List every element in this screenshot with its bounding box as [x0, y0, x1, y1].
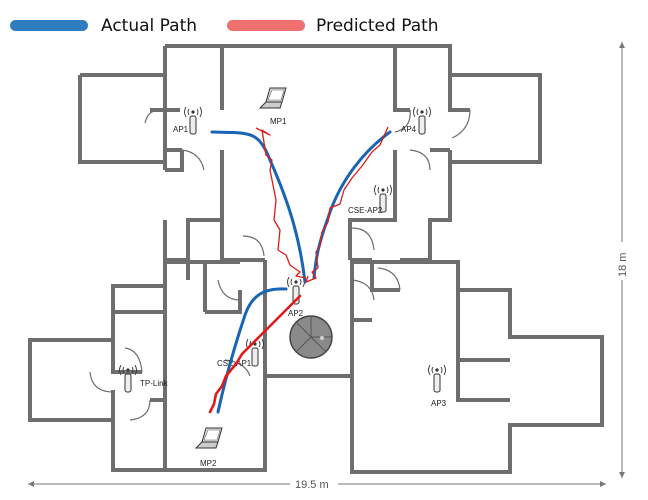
laptop-icon — [258, 87, 287, 109]
wifi-antenna-icon — [413, 106, 431, 135]
predicted-path-lower — [208, 294, 302, 414]
predicted-path-right — [305, 126, 389, 283]
building-walls — [28, 44, 604, 474]
laptop-icon — [194, 427, 223, 449]
round-table-icon — [289, 315, 333, 359]
ap2-label: AP2 — [288, 309, 304, 318]
actual-path — [210, 130, 392, 414]
measurement-point-mp1: MP1 — [258, 87, 287, 126]
legend-predicted-label: Predicted Path — [316, 16, 439, 36]
access-point-cse-ap2: CSE-AP2 — [348, 184, 392, 215]
legend-actual-label: Actual Path — [101, 16, 197, 36]
wifi-antenna-icon — [374, 184, 392, 213]
mp1-label: MP1 — [270, 117, 287, 126]
cse-ap2-label: CSE-AP2 — [348, 206, 383, 215]
access-point-ap1: AP1 — [173, 106, 202, 135]
measurement-point-mp2: MP2 — [194, 427, 223, 468]
dimension-height: 18 m — [617, 42, 629, 478]
door-swings — [89, 109, 471, 421]
legend-actual-swatch — [10, 20, 88, 31]
legend: Actual Path Predicted Path — [10, 16, 439, 36]
wifi-antenna-icon — [184, 106, 202, 135]
tp-link-label: TP-Link — [140, 379, 169, 388]
dimension-height-label: 18 m — [617, 253, 629, 277]
access-point-ap3: AP3 — [428, 364, 447, 408]
cse-ap1-label: CSE-AP1 — [217, 359, 252, 368]
access-point-cse-ap1: CSE-AP1 — [217, 338, 264, 368]
access-point-ap4: AP4 — [401, 106, 431, 135]
predicted-path — [208, 126, 389, 414]
wifi-antenna-icon — [428, 364, 446, 393]
ap3-label: AP3 — [431, 399, 447, 408]
actual-path-lower — [216, 287, 288, 414]
ap1-label: AP1 — [173, 125, 189, 134]
ap4-label: AP4 — [401, 125, 417, 134]
actual-path-left — [210, 130, 307, 284]
access-point-tp-link: TP-Link — [119, 364, 169, 393]
predicted-path-left — [255, 127, 307, 279]
legend-predicted-swatch — [227, 20, 305, 31]
dimension-width-label: 19.5 m — [295, 479, 329, 491]
access-point-ap2: AP2 — [287, 276, 305, 318]
wifi-antenna-icon — [246, 338, 264, 367]
dimension-width: 19.5 m — [28, 479, 606, 491]
mp2-label: MP2 — [200, 459, 217, 468]
wifi-antenna-icon — [119, 364, 137, 393]
